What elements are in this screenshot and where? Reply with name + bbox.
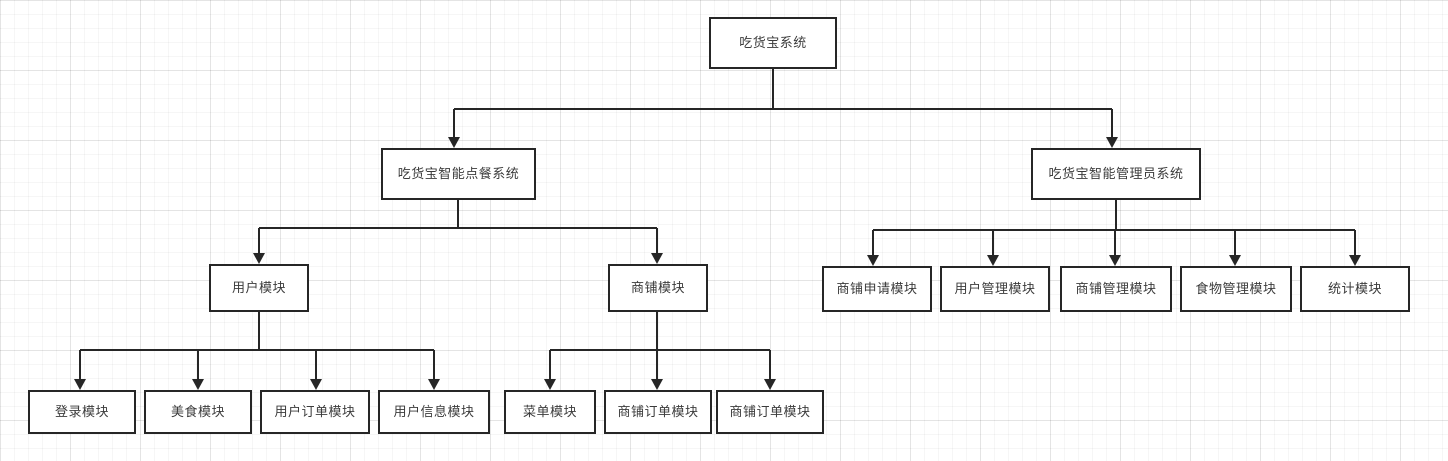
node-label: 吃货宝智能点餐系统 xyxy=(397,166,520,182)
node-label: 吃货宝系统 xyxy=(739,35,807,51)
node-shop_mod[interactable]: 商铺模块 xyxy=(608,264,708,312)
edge-arrowhead-user_mod-3 xyxy=(428,379,440,390)
edge-arrowhead-user_mod-2 xyxy=(310,379,322,390)
node-label: 商铺订单模块 xyxy=(729,404,811,420)
edge-arrowhead-shop_mod-2 xyxy=(764,379,776,390)
edge-arrowhead-user_mod-0 xyxy=(74,379,86,390)
node-label: 用户模块 xyxy=(231,280,286,296)
node-food_manage[interactable]: 食物管理模块 xyxy=(1180,266,1292,312)
node-shop_order1[interactable]: 商铺订单模块 xyxy=(604,390,712,434)
edge-arrowhead-root-1 xyxy=(1106,137,1118,148)
edge-arrowhead-shop_mod-1 xyxy=(651,379,663,390)
node-user_mod[interactable]: 用户模块 xyxy=(209,264,309,312)
node-order_sys[interactable]: 吃货宝智能点餐系统 xyxy=(381,148,536,200)
node-shop_order2[interactable]: 商铺订单模块 xyxy=(716,390,824,434)
node-shop_manage[interactable]: 商铺管理模块 xyxy=(1060,266,1172,312)
node-label: 商铺管理模块 xyxy=(1075,281,1157,297)
node-label: 吃货宝智能管理员系统 xyxy=(1048,166,1184,182)
node-user_manage[interactable]: 用户管理模块 xyxy=(940,266,1050,312)
node-login_mod[interactable]: 登录模块 xyxy=(28,390,136,434)
node-food_mod[interactable]: 美食模块 xyxy=(144,390,252,434)
node-user_order[interactable]: 用户订单模块 xyxy=(260,390,370,434)
node-label: 统计模块 xyxy=(1327,281,1382,297)
node-label: 商铺订单模块 xyxy=(617,404,699,420)
edge-arrowhead-admin_sys-3 xyxy=(1229,255,1241,266)
node-label: 菜单模块 xyxy=(522,404,577,420)
node-label: 食物管理模块 xyxy=(1195,281,1277,297)
node-admin_sys[interactable]: 吃货宝智能管理员系统 xyxy=(1031,148,1201,200)
node-label: 登录模块 xyxy=(54,404,109,420)
node-menu_mod[interactable]: 菜单模块 xyxy=(504,390,596,434)
edge-arrowhead-user_mod-1 xyxy=(192,379,204,390)
edge-arrowhead-admin_sys-1 xyxy=(987,255,999,266)
node-label: 商铺申请模块 xyxy=(836,281,918,297)
node-label: 美食模块 xyxy=(170,404,225,420)
edge-arrowhead-admin_sys-0 xyxy=(867,255,879,266)
edge-arrowhead-shop_mod-0 xyxy=(544,379,556,390)
edge-arrowhead-root-0 xyxy=(448,137,460,148)
node-stats_mod[interactable]: 统计模块 xyxy=(1300,266,1410,312)
node-root[interactable]: 吃货宝系统 xyxy=(709,17,837,69)
node-label: 用户订单模块 xyxy=(274,404,356,420)
node-label: 商铺模块 xyxy=(630,280,685,296)
node-user_info[interactable]: 用户信息模块 xyxy=(378,390,490,434)
edge-arrowhead-order_sys-1 xyxy=(651,253,663,264)
edge-arrowhead-admin_sys-2 xyxy=(1109,255,1121,266)
edge-arrowhead-admin_sys-4 xyxy=(1349,255,1361,266)
edge-arrowhead-order_sys-0 xyxy=(253,253,265,264)
node-shop_apply[interactable]: 商铺申请模块 xyxy=(822,266,932,312)
node-label: 用户管理模块 xyxy=(954,281,1036,297)
node-label: 用户信息模块 xyxy=(393,404,475,420)
